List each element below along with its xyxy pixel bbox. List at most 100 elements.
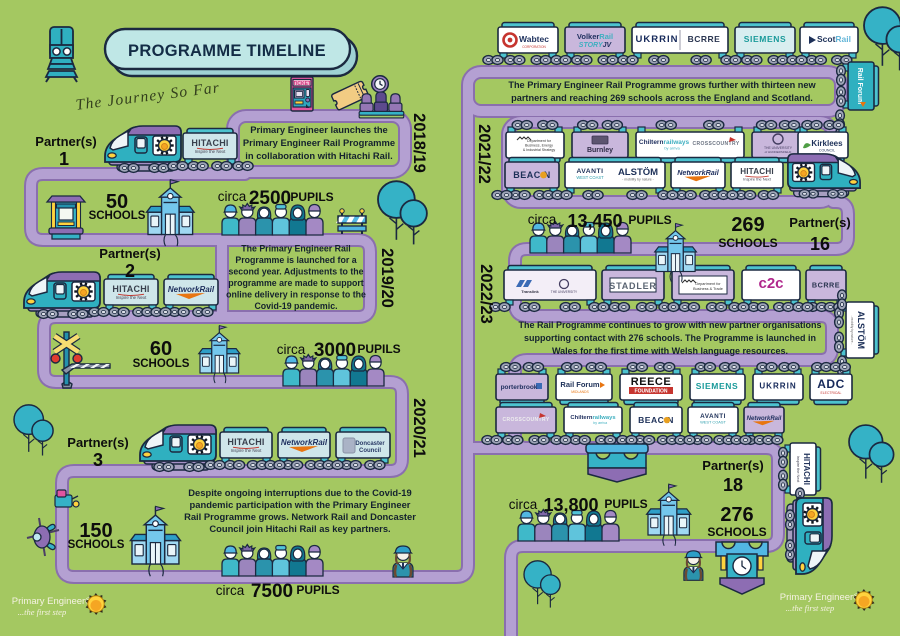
svg-text:COUNCIL: COUNCIL [819,149,835,153]
svg-text:UKRRIN: UKRRIN [636,34,679,45]
svg-text:circa: circa [509,497,538,512]
svg-text:in collaboration with Hitachi: in collaboration with Hitachi Rail. [245,150,392,161]
svg-text:pandemic participation with th: pandemic participation with the Primary … [190,499,411,510]
svg-text:The Primary Engineer Rail: The Primary Engineer Rail [241,244,351,254]
svg-text:- mobility by nature -: - mobility by nature - [622,178,655,182]
svg-text:Rail Forum: Rail Forum [560,380,600,389]
svg-text:13,450: 13,450 [567,211,622,231]
svg-text:Inspire the Next: Inspire the Next [195,149,227,154]
svg-text:AVANTI: AVANTI [700,413,726,420]
svg-text:2022/23: 2022/23 [477,264,495,324]
svg-text:WEST COAST: WEST COAST [576,175,604,180]
svg-text:18: 18 [723,475,743,495]
svg-text:Business, Energy: Business, Energy [525,144,553,148]
svg-text:ELECTRICAL: ELECTRICAL [821,391,842,395]
svg-text:circa: circa [216,583,245,598]
svg-text:SCHOOLS: SCHOOLS [68,539,125,551]
svg-text:CROSSCOUNTRY: CROSSCOUNTRY [692,141,739,147]
svg-text:Burnley: Burnley [587,147,613,154]
svg-text:The Primary Engineer Rail Prog: The Primary Engineer Rail Programme grow… [508,80,816,90]
svg-text:- mobility by nature -: - mobility by nature - [850,316,854,345]
svg-text:269: 269 [731,214,764,236]
svg-text:2021/22: 2021/22 [475,124,493,184]
svg-text:STORYJV: STORYJV [579,42,613,49]
svg-text:276: 276 [720,504,753,526]
svg-text:7500: 7500 [251,581,293,602]
svg-text:online delivery in response to: online delivery in response to the [226,290,366,300]
svg-text:HITACHI: HITACHI [740,167,774,176]
svg-text:circa: circa [277,342,306,357]
svg-text:ALSTÖM: ALSTÖM [856,311,866,349]
svg-text:NetworkRail: NetworkRail [677,168,720,177]
svg-text:2018/19: 2018/19 [410,113,428,173]
svg-text:MIDLANDS: MIDLANDS [571,390,589,394]
svg-text:Primary Engineer launches the: Primary Engineer launches the [250,124,388,135]
svg-text:The Rail Programme continues t: The Rail Programme continues to grow wit… [518,320,821,330]
svg-text:Rail Programme grows. Network: Rail Programme grows. Network Rail and D… [184,511,416,522]
svg-text:& Industrial Strategy: & Industrial Strategy [523,148,556,152]
svg-text:Inspire the Next: Inspire the Next [743,176,772,181]
svg-text:ALSTÖM: ALSTÖM [618,167,658,178]
svg-text:HITACHI: HITACHI [227,437,264,447]
svg-text:TICKET: TICKET [293,81,311,87]
svg-text:13,800: 13,800 [543,495,598,515]
svg-text:Chilternrailways: Chilternrailways [639,139,690,146]
svg-text:Despite ongoing interruptions: Despite ongoing interruptions due to the… [188,487,411,498]
svg-text:SCHOOLS: SCHOOLS [133,358,190,370]
svg-text:150: 150 [79,520,112,542]
svg-text:Translink: Translink [521,289,539,294]
svg-text:PUPILS: PUPILS [628,213,671,227]
svg-text:SCHOOLS: SCHOOLS [707,525,766,539]
svg-text:2500: 2500 [249,188,291,209]
svg-text:NetworkRail: NetworkRail [747,416,782,422]
svg-text:UKRRIN: UKRRIN [759,382,796,391]
svg-text:Primary Engineer®: Primary Engineer® [12,596,92,607]
svg-text:PUPILS: PUPILS [357,342,400,356]
svg-text:HITACHI: HITACHI [191,138,228,148]
svg-text:PUPILS: PUPILS [604,497,647,511]
svg-text:3: 3 [93,450,103,470]
svg-text:Partner(s): Partner(s) [789,215,850,230]
svg-text:Department for: Department for [695,282,721,286]
svg-text:SIEMENS: SIEMENS [744,34,786,44]
svg-text:2020/21: 2020/21 [410,398,428,458]
svg-text:Council join Hitachi Rail as k: Council join Hitachi Rail as key partner… [209,523,390,534]
svg-text:NetworkRail: NetworkRail [281,438,328,447]
svg-text:WEST COAST: WEST COAST [700,420,726,425]
svg-text:Council: Council [359,448,381,454]
svg-text:programme are made to support: programme are made to support [228,278,363,288]
svg-text:BEAC N: BEAC N [638,415,674,425]
svg-text:SIEMENS: SIEMENS [696,381,738,391]
svg-text:partners and reaching 269 scho: partners and reaching 269 schools across… [511,93,813,103]
svg-text:THE UNIVERSITY: THE UNIVERSITY [551,290,578,294]
svg-text:BCRRE: BCRRE [688,34,721,44]
svg-text:BEAC N: BEAC N [513,170,551,180]
svg-text:by arriva: by arriva [664,146,680,151]
svg-text:SCHOOLS: SCHOOLS [89,210,146,222]
svg-text:circa: circa [528,212,557,227]
svg-text:supporting contact with 276 sc: supporting contact with 276 schools. The… [524,333,816,343]
svg-text:SCHOOLS: SCHOOLS [718,236,777,250]
svg-text:VolkerRail: VolkerRail [577,32,613,41]
svg-text:...the first step: ...the first step [18,607,66,617]
svg-text:Doncaster: Doncaster [355,441,385,447]
svg-text:CROSSCOUNTRY: CROSSCOUNTRY [502,417,549,423]
svg-text:Wales for the first time with: Wales for the first time with Welsh lang… [552,346,788,356]
svg-text:60: 60 [150,338,172,360]
svg-text:16: 16 [810,234,830,254]
svg-text:of HUDDERSFIELD: of HUDDERSFIELD [765,150,793,154]
svg-text:...the first step: ...the first step [786,603,834,613]
svg-text:2019/20: 2019/20 [378,248,396,308]
svg-text:Inspire the Next: Inspire the Next [116,295,148,300]
svg-text:ADC: ADC [817,377,845,391]
svg-text:Programme is launched for a: Programme is launched for a [235,255,356,265]
svg-text:by arriva: by arriva [593,421,607,425]
svg-text:CORPORATION: CORPORATION [522,45,546,49]
svg-text:circa: circa [218,189,247,204]
svg-text:REECE: REECE [631,376,671,388]
svg-text:FOUNDATION: FOUNDATION [635,389,668,395]
svg-text:Covid-19 pandemic.: Covid-19 pandemic. [254,301,337,311]
svg-text:Partner(s): Partner(s) [35,134,96,149]
svg-text:Wabtec: Wabtec [519,34,549,44]
svg-text:THE UNIVERSITY: THE UNIVERSITY [764,146,793,150]
